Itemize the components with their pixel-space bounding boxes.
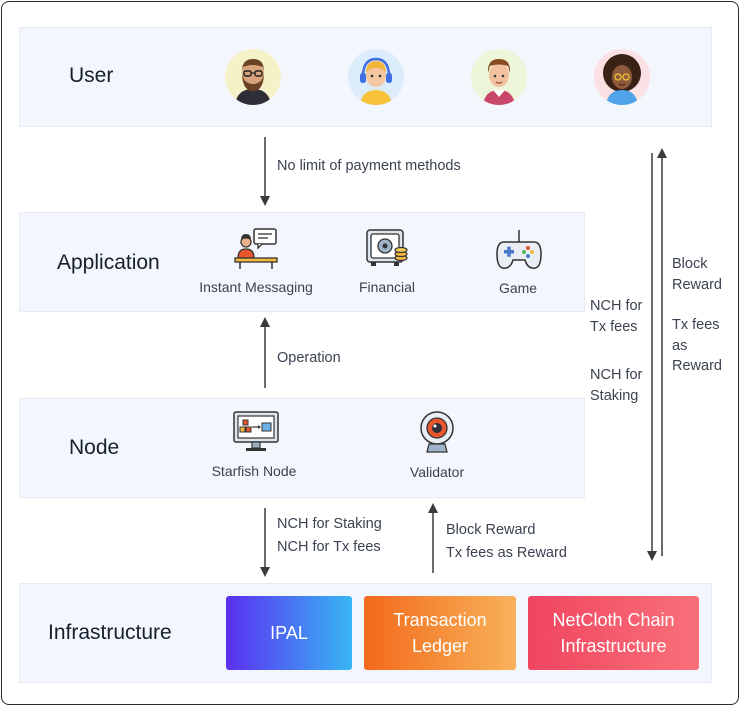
side-txfees-reward-label: Tx fees as Reward	[672, 317, 722, 374]
curly-hair-woman-avatar	[594, 49, 650, 105]
validator-label: Validator	[409, 464, 465, 480]
headset-woman-avatar	[348, 49, 404, 105]
ipal-box: IPAL	[226, 596, 352, 670]
operation-label: Operation	[277, 350, 341, 366]
transaction-ledger-box: Transaction Ledger	[364, 596, 516, 670]
side-nch-txfees-label: NCH for Tx fees	[590, 298, 643, 335]
side-block-reward-label: Block Reward	[672, 256, 722, 293]
application-layer-title: Application	[57, 251, 160, 274]
game-label: Game	[498, 280, 538, 296]
monitor-node-icon	[233, 411, 279, 458]
safe-coins-icon	[365, 228, 409, 273]
application-layer-band	[19, 212, 585, 312]
user-layer-title: User	[69, 64, 114, 87]
block-reward-txfees-label: Block Reward Tx fees as Reward	[446, 522, 567, 561]
webcam-icon	[417, 410, 457, 461]
chat-desk-icon	[234, 228, 278, 275]
financial-label: Financial	[358, 279, 416, 295]
node-layer-title: Node	[69, 436, 120, 459]
starfish-node-label: Starfish Node	[211, 463, 297, 479]
young-man-avatar	[471, 49, 527, 105]
netcloth-chain-box: NetCloth Chain Infrastructure	[528, 596, 699, 670]
node-layer-band	[19, 398, 585, 498]
instant-messaging-label: Instant Messaging	[199, 279, 313, 295]
bearded-man-avatar	[225, 49, 281, 105]
nch-staking-txfees-label: NCH for Staking NCH for Tx fees	[277, 516, 382, 555]
side-nch-staking-label: NCH for Staking	[590, 367, 643, 404]
infrastructure-layer-title: Infrastructure	[48, 621, 172, 644]
no-limit-payment-label: No limit of payment methods	[277, 158, 461, 174]
gamepad-icon	[496, 228, 542, 277]
